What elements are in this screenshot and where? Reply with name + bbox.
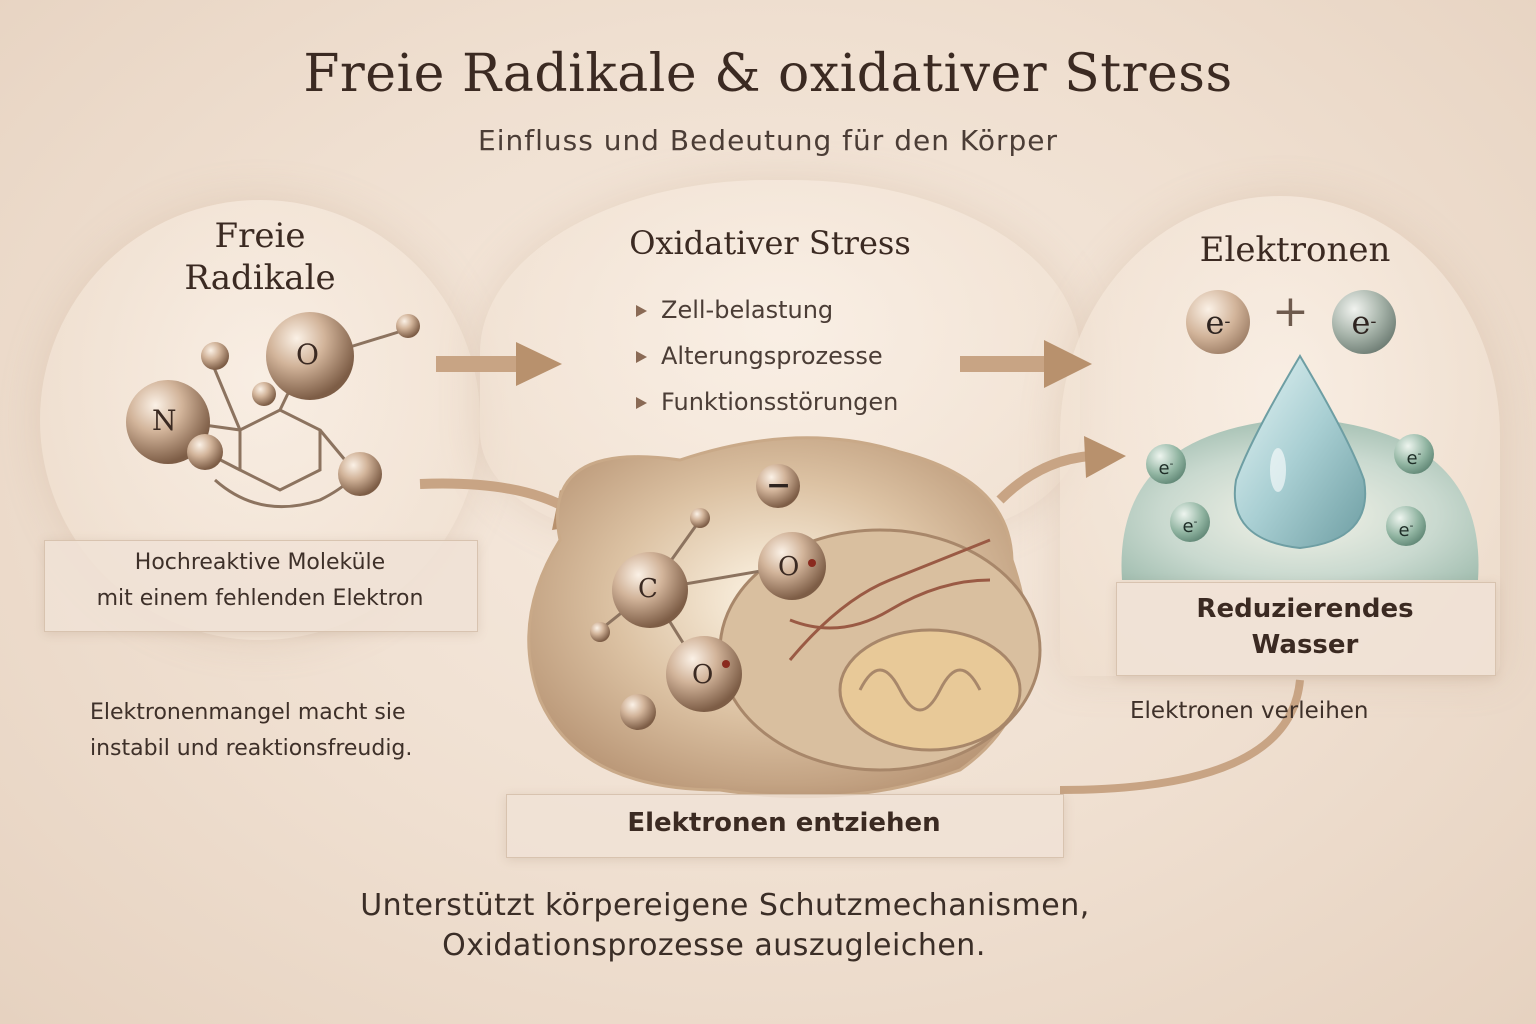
connector-curve-bottom — [1059, 679, 1304, 794]
left-panel-title-line2: Radikale — [184, 258, 336, 298]
left-info-line1: Hochreaktive Moleküle — [134, 550, 386, 575]
electron-charge: - — [1224, 311, 1231, 332]
right-panel-title: Elektronen — [1199, 230, 1391, 270]
atom-label-n: N — [152, 404, 177, 437]
footer-line1: Unterstützt körpereigene Schutzmechanism… — [360, 888, 1090, 923]
dna-helix — [788, 538, 991, 661]
negative-charge-icon: − — [766, 468, 792, 503]
electron-charge: - — [1370, 311, 1377, 332]
stress-effect-item: Alterungsprozesse — [636, 338, 898, 384]
electron-charge: - — [1417, 447, 1422, 460]
bullet-triangle-icon — [636, 305, 647, 317]
water-area — [1121, 354, 1479, 580]
right-label-line2: Wasser — [1251, 630, 1359, 660]
arrow-left-to-center — [436, 342, 562, 386]
center-label: Elektronen entziehen — [627, 808, 941, 838]
electron-symbol: e — [1158, 458, 1170, 479]
electron-icon-green: e- — [1332, 290, 1396, 354]
left-panel-title-line1: Freie — [214, 216, 306, 256]
stress-effect-label: Funktionsstörungen — [661, 388, 899, 416]
electron-symbol: e — [1398, 520, 1410, 541]
electron-icon-bronze: e- — [1186, 290, 1250, 354]
stress-effect-label: Zell-belastung — [661, 296, 834, 324]
electron-charge: - — [1169, 457, 1174, 470]
left-note-line2: instabil und reaktionsfreudig. — [90, 736, 413, 761]
left-note-line1: Elektronenmangel macht sie — [90, 700, 406, 725]
right-label-box — [1116, 582, 1496, 676]
electron-symbol: e — [1182, 516, 1194, 537]
electron-charge: - — [1409, 519, 1414, 532]
electron-bubble-icon: e- — [1386, 506, 1426, 546]
electron-bubble-icon: e- — [1170, 502, 1210, 542]
arrow-center-to-right — [960, 340, 1092, 388]
cell-illustration — [527, 436, 1042, 799]
left-info-box — [44, 540, 478, 632]
electron-symbol: e — [1406, 448, 1418, 469]
electron-charge: - — [1193, 515, 1198, 528]
page-title: Freie Radikale & oxidativer Stress — [303, 44, 1233, 104]
atom-label-c: C — [638, 574, 658, 604]
electron-bubble-icon: e- — [1394, 434, 1434, 474]
center-label-box — [506, 794, 1064, 858]
bullet-triangle-icon — [636, 397, 647, 409]
stress-effect-item: Zell-belastung — [636, 292, 898, 338]
electron-symbol: e — [1351, 303, 1371, 342]
electron-bubble-icon: e- — [1146, 444, 1186, 484]
plus-icon: + — [1272, 286, 1309, 337]
bullet-triangle-icon — [636, 351, 647, 363]
arrow-cell-to-water — [996, 436, 1126, 504]
footer-line2: Oxidationsprozesse auszugleichen. — [442, 928, 986, 963]
page-subtitle: Einfluss und Bedeutung für den Körper — [478, 124, 1058, 157]
atom-label-o-right: O — [778, 552, 800, 582]
center-panel-title: Oxidativer Stress — [629, 224, 911, 262]
electron-symbol: e — [1205, 303, 1225, 342]
stress-effect-label: Alterungsprozesse — [661, 342, 883, 370]
left-info-line2: mit einem fehlenden Elektron — [96, 586, 424, 611]
stress-effect-item: Funktionsstörungen — [636, 384, 898, 430]
free-radical-molecule — [126, 312, 420, 509]
right-note: Elektronen verleihen — [1130, 698, 1369, 724]
atom-label-o: O — [296, 338, 319, 371]
stress-effects-list: Zell-belastung Alterungsprozesse Funktio… — [636, 292, 898, 430]
right-label-line1: Reduzierendes — [1196, 594, 1414, 624]
atom-label-o-bottom: O — [692, 660, 714, 690]
